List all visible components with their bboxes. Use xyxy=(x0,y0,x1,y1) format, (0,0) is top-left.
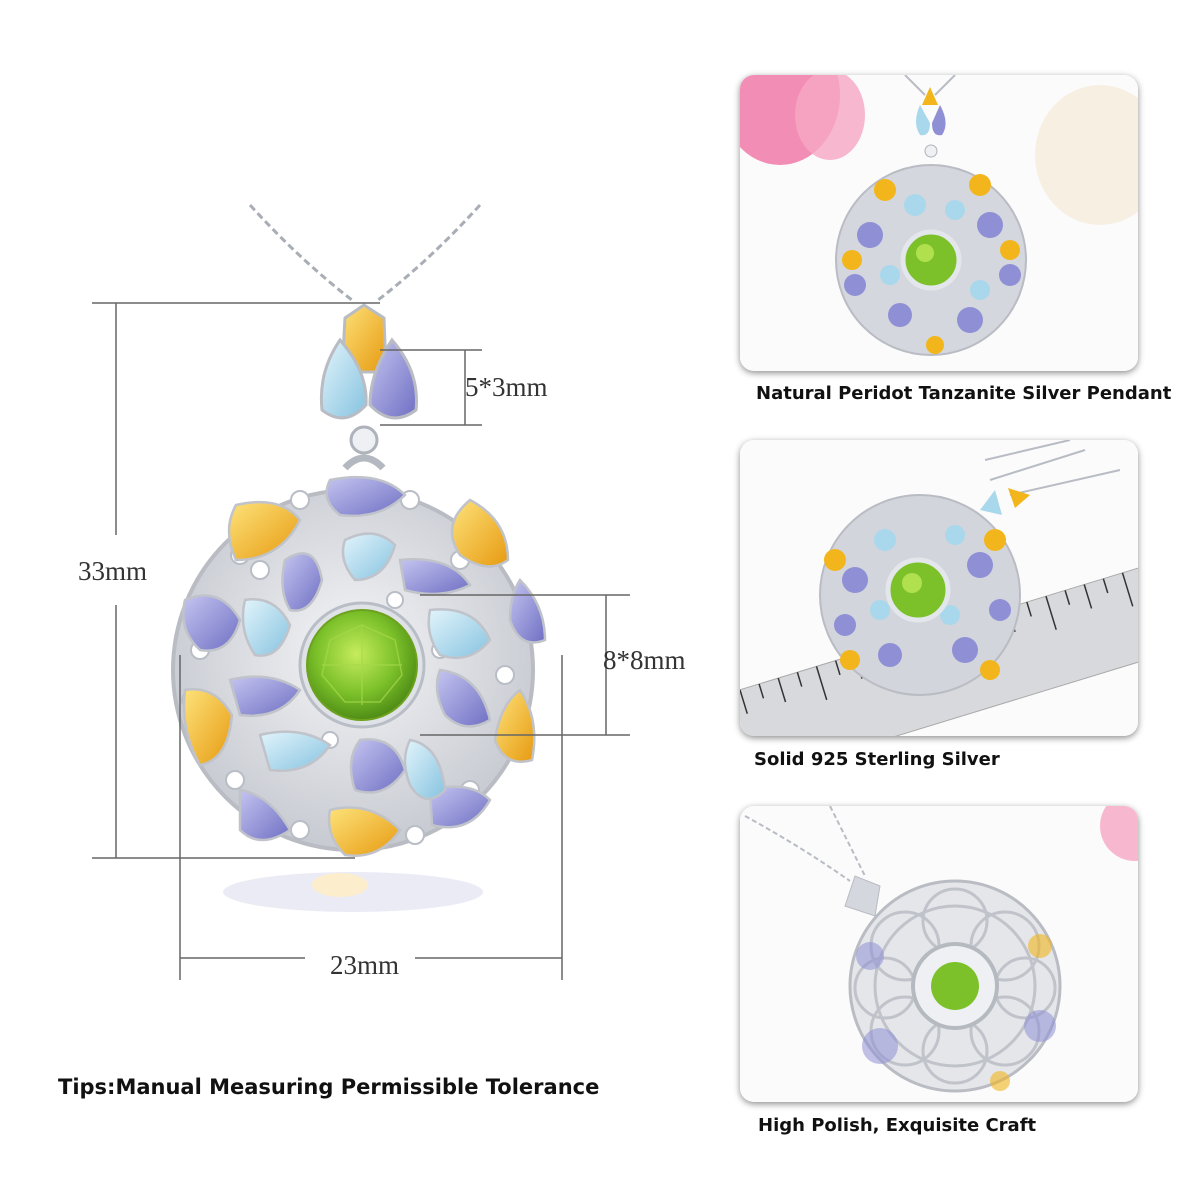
product-photo-ruler xyxy=(740,440,1138,736)
dimension-small-stone-label: 5*3mm xyxy=(465,372,548,402)
bail-stones xyxy=(319,303,418,471)
dimension-lines xyxy=(92,302,630,980)
pendant-main-illustration xyxy=(92,203,630,980)
pendant-reflection xyxy=(223,872,483,912)
dimension-width-label: 23mm xyxy=(330,950,400,980)
pendant-disc xyxy=(171,475,547,857)
product-photo-back xyxy=(740,806,1138,1102)
caption-high-polish: High Polish, Exquisite Craft xyxy=(758,1115,1037,1136)
product-photo-front xyxy=(740,75,1138,371)
dimension-height-label: 33mm xyxy=(78,556,148,586)
caption-natural-peridot: Natural Peridot Tanzanite Silver Pendant xyxy=(756,383,1172,404)
caption-solid-silver: Solid 925 Sterling Silver xyxy=(754,749,1000,770)
dimension-center-stone-label: 8*8mm xyxy=(603,645,686,675)
chain xyxy=(248,203,482,302)
tolerance-tip: Tips:Manual Measuring Permissible Tolera… xyxy=(58,1075,600,1099)
